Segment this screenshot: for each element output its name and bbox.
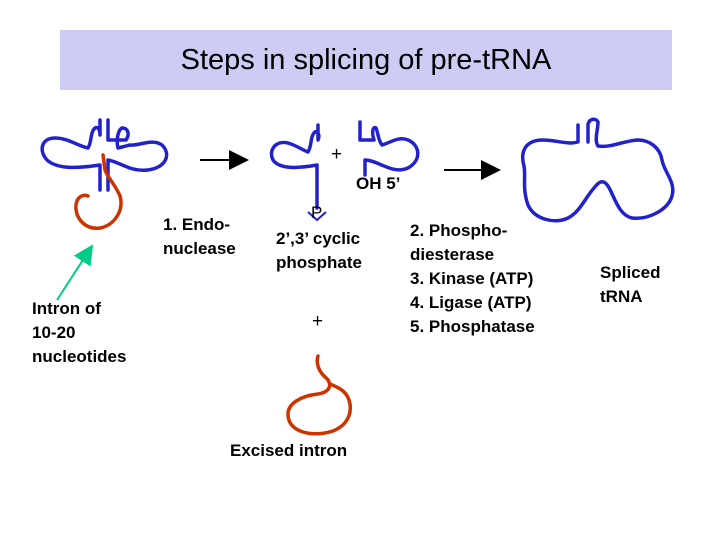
intron-label-line3: nucleotides bbox=[32, 347, 127, 366]
oh5-label: OH 5’ bbox=[356, 174, 401, 193]
cyclic-phosphate-mark bbox=[307, 211, 327, 222]
intron-label-line1: Intron of bbox=[32, 299, 101, 318]
excised-intron-label: Excised intron bbox=[230, 441, 348, 460]
pre-trna-right-arm bbox=[106, 118, 169, 192]
step3-label: 3. Kinase (ATP) bbox=[410, 269, 534, 288]
plus-sign-top: + bbox=[331, 144, 343, 165]
endonuclease-label-line2: nuclease bbox=[163, 239, 236, 258]
intron-pointer-arrow bbox=[56, 244, 94, 301]
excised-intron bbox=[286, 354, 352, 436]
spliced-trna-label-line2: tRNA bbox=[600, 287, 643, 306]
endonuclease-label-line1: 1. Endo- bbox=[163, 215, 231, 234]
plus-sign-middle: + bbox=[312, 311, 324, 332]
title-bar bbox=[60, 30, 672, 90]
step4-label: 4. Ligase (ATP) bbox=[410, 293, 532, 312]
intron-label-line2: 10-20 bbox=[32, 323, 76, 342]
cleaved-right-half bbox=[358, 120, 420, 177]
cyclic-phosphate-label-line2: phosphate bbox=[276, 253, 362, 272]
slide-title: Steps in splicing of pre-tRNA bbox=[180, 44, 552, 76]
phosphate-p-label: P bbox=[311, 203, 323, 222]
spliced-trna-body bbox=[521, 117, 675, 223]
step5-label: 5. Phosphatase bbox=[410, 317, 535, 336]
cleaved-left-half bbox=[269, 123, 321, 210]
pre-trna-intron-loop bbox=[74, 153, 123, 230]
spliced-trna bbox=[521, 117, 675, 223]
step2-label-line2: diesterase bbox=[410, 245, 495, 264]
step2-label-line1: 2. Phospho- bbox=[410, 221, 508, 240]
cleaved-trna bbox=[269, 120, 420, 210]
pre-trna-left-arm bbox=[40, 118, 102, 192]
pre-trna bbox=[40, 118, 169, 230]
cyclic-phosphate-label-line1: 2’,3’ cyclic bbox=[276, 229, 361, 248]
spliced-trna-label-line1: Spliced bbox=[600, 263, 661, 282]
